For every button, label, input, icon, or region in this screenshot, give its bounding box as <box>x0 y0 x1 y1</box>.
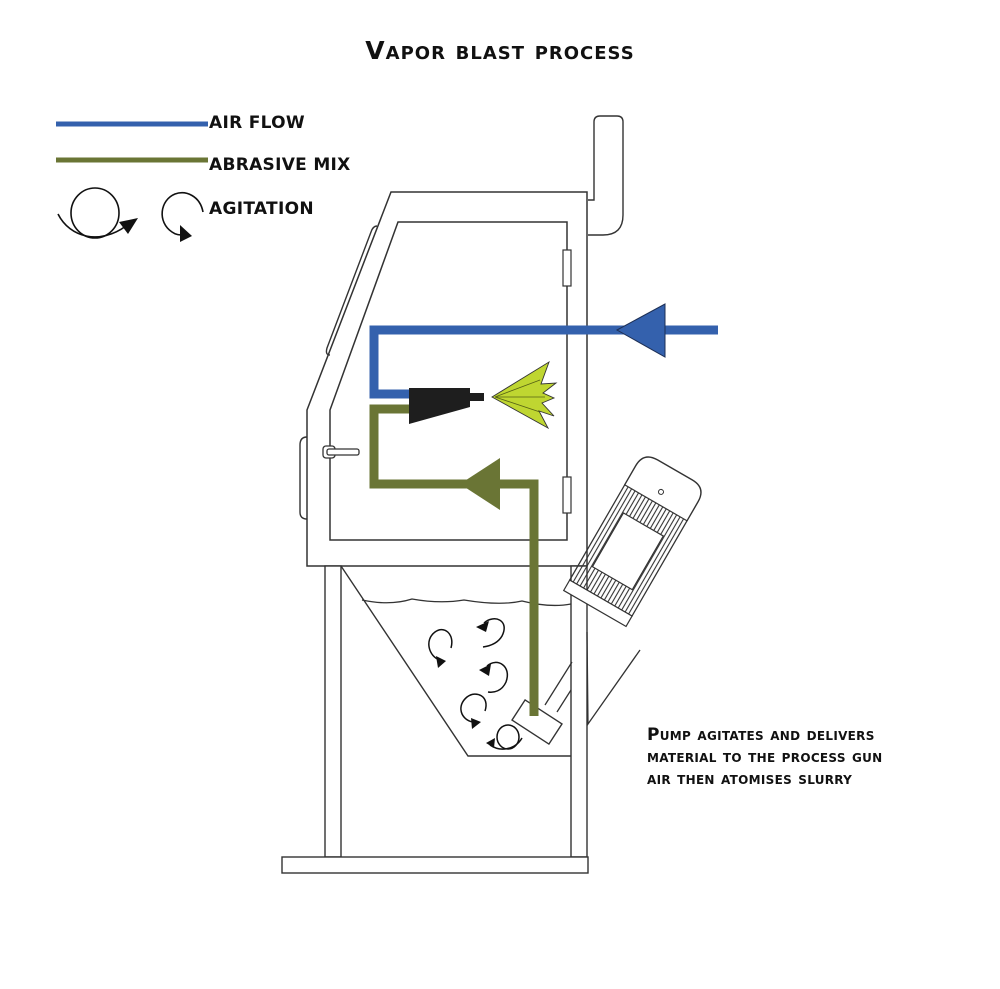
abrasive-mix-line <box>369 404 539 716</box>
caption-line-1: Pump agitates and delivers <box>647 725 875 745</box>
agitation-arrows <box>428 618 523 750</box>
cabinet-door <box>329 221 568 541</box>
air-flow-line <box>369 325 718 399</box>
diagram-title: Vapor blast process <box>365 36 635 65</box>
agitation-icon <box>428 628 453 668</box>
agitation-icon <box>460 693 487 729</box>
door-hinge-top <box>562 249 572 287</box>
pump-motor-housing <box>586 631 641 727</box>
door-handle[interactable] <box>322 445 360 459</box>
legend-label-air-flow: AIR FLOW <box>209 113 305 133</box>
exhaust-duct <box>588 115 624 236</box>
pump <box>511 698 563 746</box>
caption-line-3: air then atomises slurry <box>647 769 853 789</box>
pump-motor <box>562 456 702 628</box>
legend-label-abrasive-mix: ABRASIVE MIX <box>209 155 351 175</box>
agitation-icon <box>476 618 505 648</box>
caption: Pump agitates and delivers material to t… <box>647 724 883 790</box>
legend-label-agitation: AGITATION <box>209 199 314 219</box>
slurry-hopper <box>340 565 571 757</box>
legend-agitation-icon-tumble <box>57 187 138 239</box>
cabinet-side-grip <box>299 436 308 520</box>
door-hinge-bottom <box>562 476 572 514</box>
legend-agitation-icon-rotate <box>161 192 204 242</box>
slurry-surface <box>361 598 572 607</box>
caption-line-2: material to the process gun <box>647 747 883 767</box>
abrasive-mix-arrow <box>460 458 500 510</box>
process-gun <box>409 388 484 424</box>
agitation-icon <box>486 724 523 750</box>
air-flow-arrow <box>615 303 666 358</box>
agitation-icon <box>479 661 509 693</box>
cabinet-side-rail <box>325 225 378 356</box>
cabinet-stand <box>281 565 589 874</box>
pump-shaft <box>544 661 573 713</box>
spray-plume <box>491 360 558 430</box>
